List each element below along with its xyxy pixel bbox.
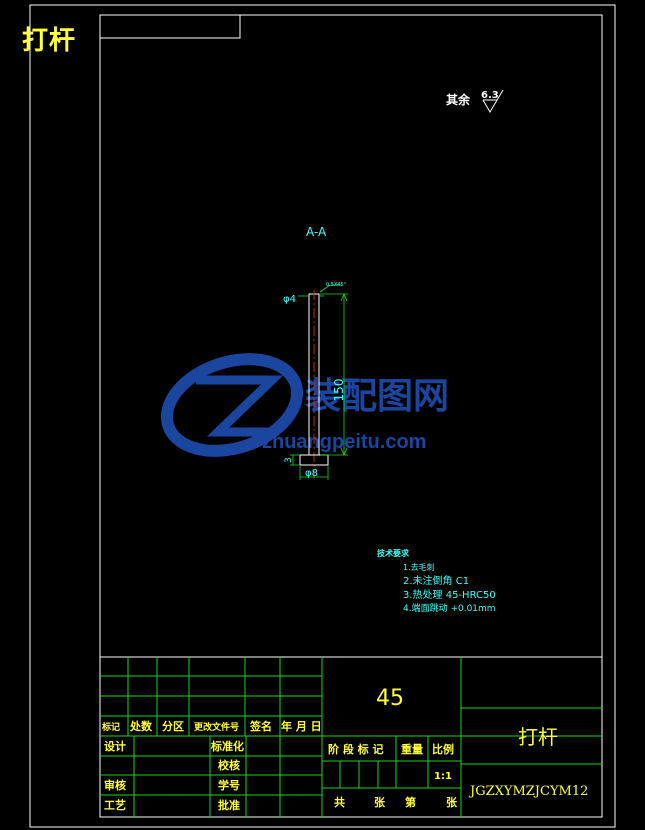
rev-header: 更改文件号 <box>194 721 239 733</box>
rev-header: 分区 <box>162 719 184 733</box>
pin-head <box>299 454 329 466</box>
inner-frame <box>99 14 603 818</box>
left-row-label: 审核 <box>104 778 126 792</box>
stage-header: 重量 <box>401 742 423 756</box>
roughness-prefix: 其余 <box>446 92 471 107</box>
left-row-label: 标准化 <box>210 739 244 753</box>
dim-chamfer: 0.5X45° <box>326 282 347 288</box>
dim-base-diameter: φ8 <box>305 468 318 479</box>
tech-item: 4.端面跳动 +0.01mm <box>403 602 496 614</box>
watermark-logo-ring <box>160 353 304 457</box>
material-value: 45 <box>376 686 404 711</box>
dim-top-diameter: φ4 <box>283 294 296 305</box>
dim-base-height: 3 <box>284 457 294 463</box>
outer-frame <box>29 4 616 828</box>
left-row-label: 校核 <box>218 758 240 772</box>
stage-header: 比例 <box>432 742 454 756</box>
tech-item: 2.未注倒角 C1 <box>403 574 469 587</box>
section-label: A-A <box>306 225 327 239</box>
tech-item: 3.热处理 45-HRC50 <box>403 588 496 601</box>
sheet-footer: 张 <box>446 795 458 809</box>
dim-length: 150 <box>332 379 346 402</box>
corner-box <box>99 14 241 39</box>
corner-title: 打杆 <box>22 26 77 56</box>
roughness-value: 6.3 <box>481 90 499 101</box>
title-block-text: 标记 处数 分区 更改文件号 签名 年 月 日 设计 标准化 校核 审核 学号 … <box>101 686 588 812</box>
left-row-label: 工艺 <box>104 798 126 812</box>
watermark-cn: 装配图网 <box>305 375 449 416</box>
roughness-symbol <box>482 89 504 113</box>
stage-header: 阶 段 标 记 <box>328 742 384 756</box>
scale-value: 1:1 <box>434 771 452 782</box>
rev-header: 年 月 日 <box>281 719 322 733</box>
watermark-logo-z <box>196 375 284 437</box>
left-row-label: 学号 <box>218 778 240 792</box>
tech-item: 1.去毛刺 <box>403 562 435 572</box>
left-row-label: 设计 <box>104 739 126 753</box>
sheet-footer: 张 <box>374 795 386 809</box>
sheet-footer: 第 <box>405 795 416 809</box>
rev-header: 处数 <box>129 719 153 733</box>
drawing-code: JGZXYMZJCYM12 <box>468 784 588 799</box>
tech-heading: 技术要求 <box>377 548 410 558</box>
rev-header: 标记 <box>101 721 120 733</box>
sheet-footer: 共 <box>334 795 345 809</box>
watermark: 装配图网 zhuangpeitu.com <box>160 353 449 457</box>
rev-header: 签名 <box>249 719 272 733</box>
tech-requirements: 技术要求 1.去毛刺 2.未注倒角 C1 3.热处理 45-HRC50 4.端面… <box>377 548 496 614</box>
left-row-label: 批准 <box>218 798 240 812</box>
title-block <box>99 656 603 818</box>
pin-part <box>299 290 329 478</box>
part-name: 打杆 <box>518 725 558 749</box>
dimensions <box>290 284 348 480</box>
